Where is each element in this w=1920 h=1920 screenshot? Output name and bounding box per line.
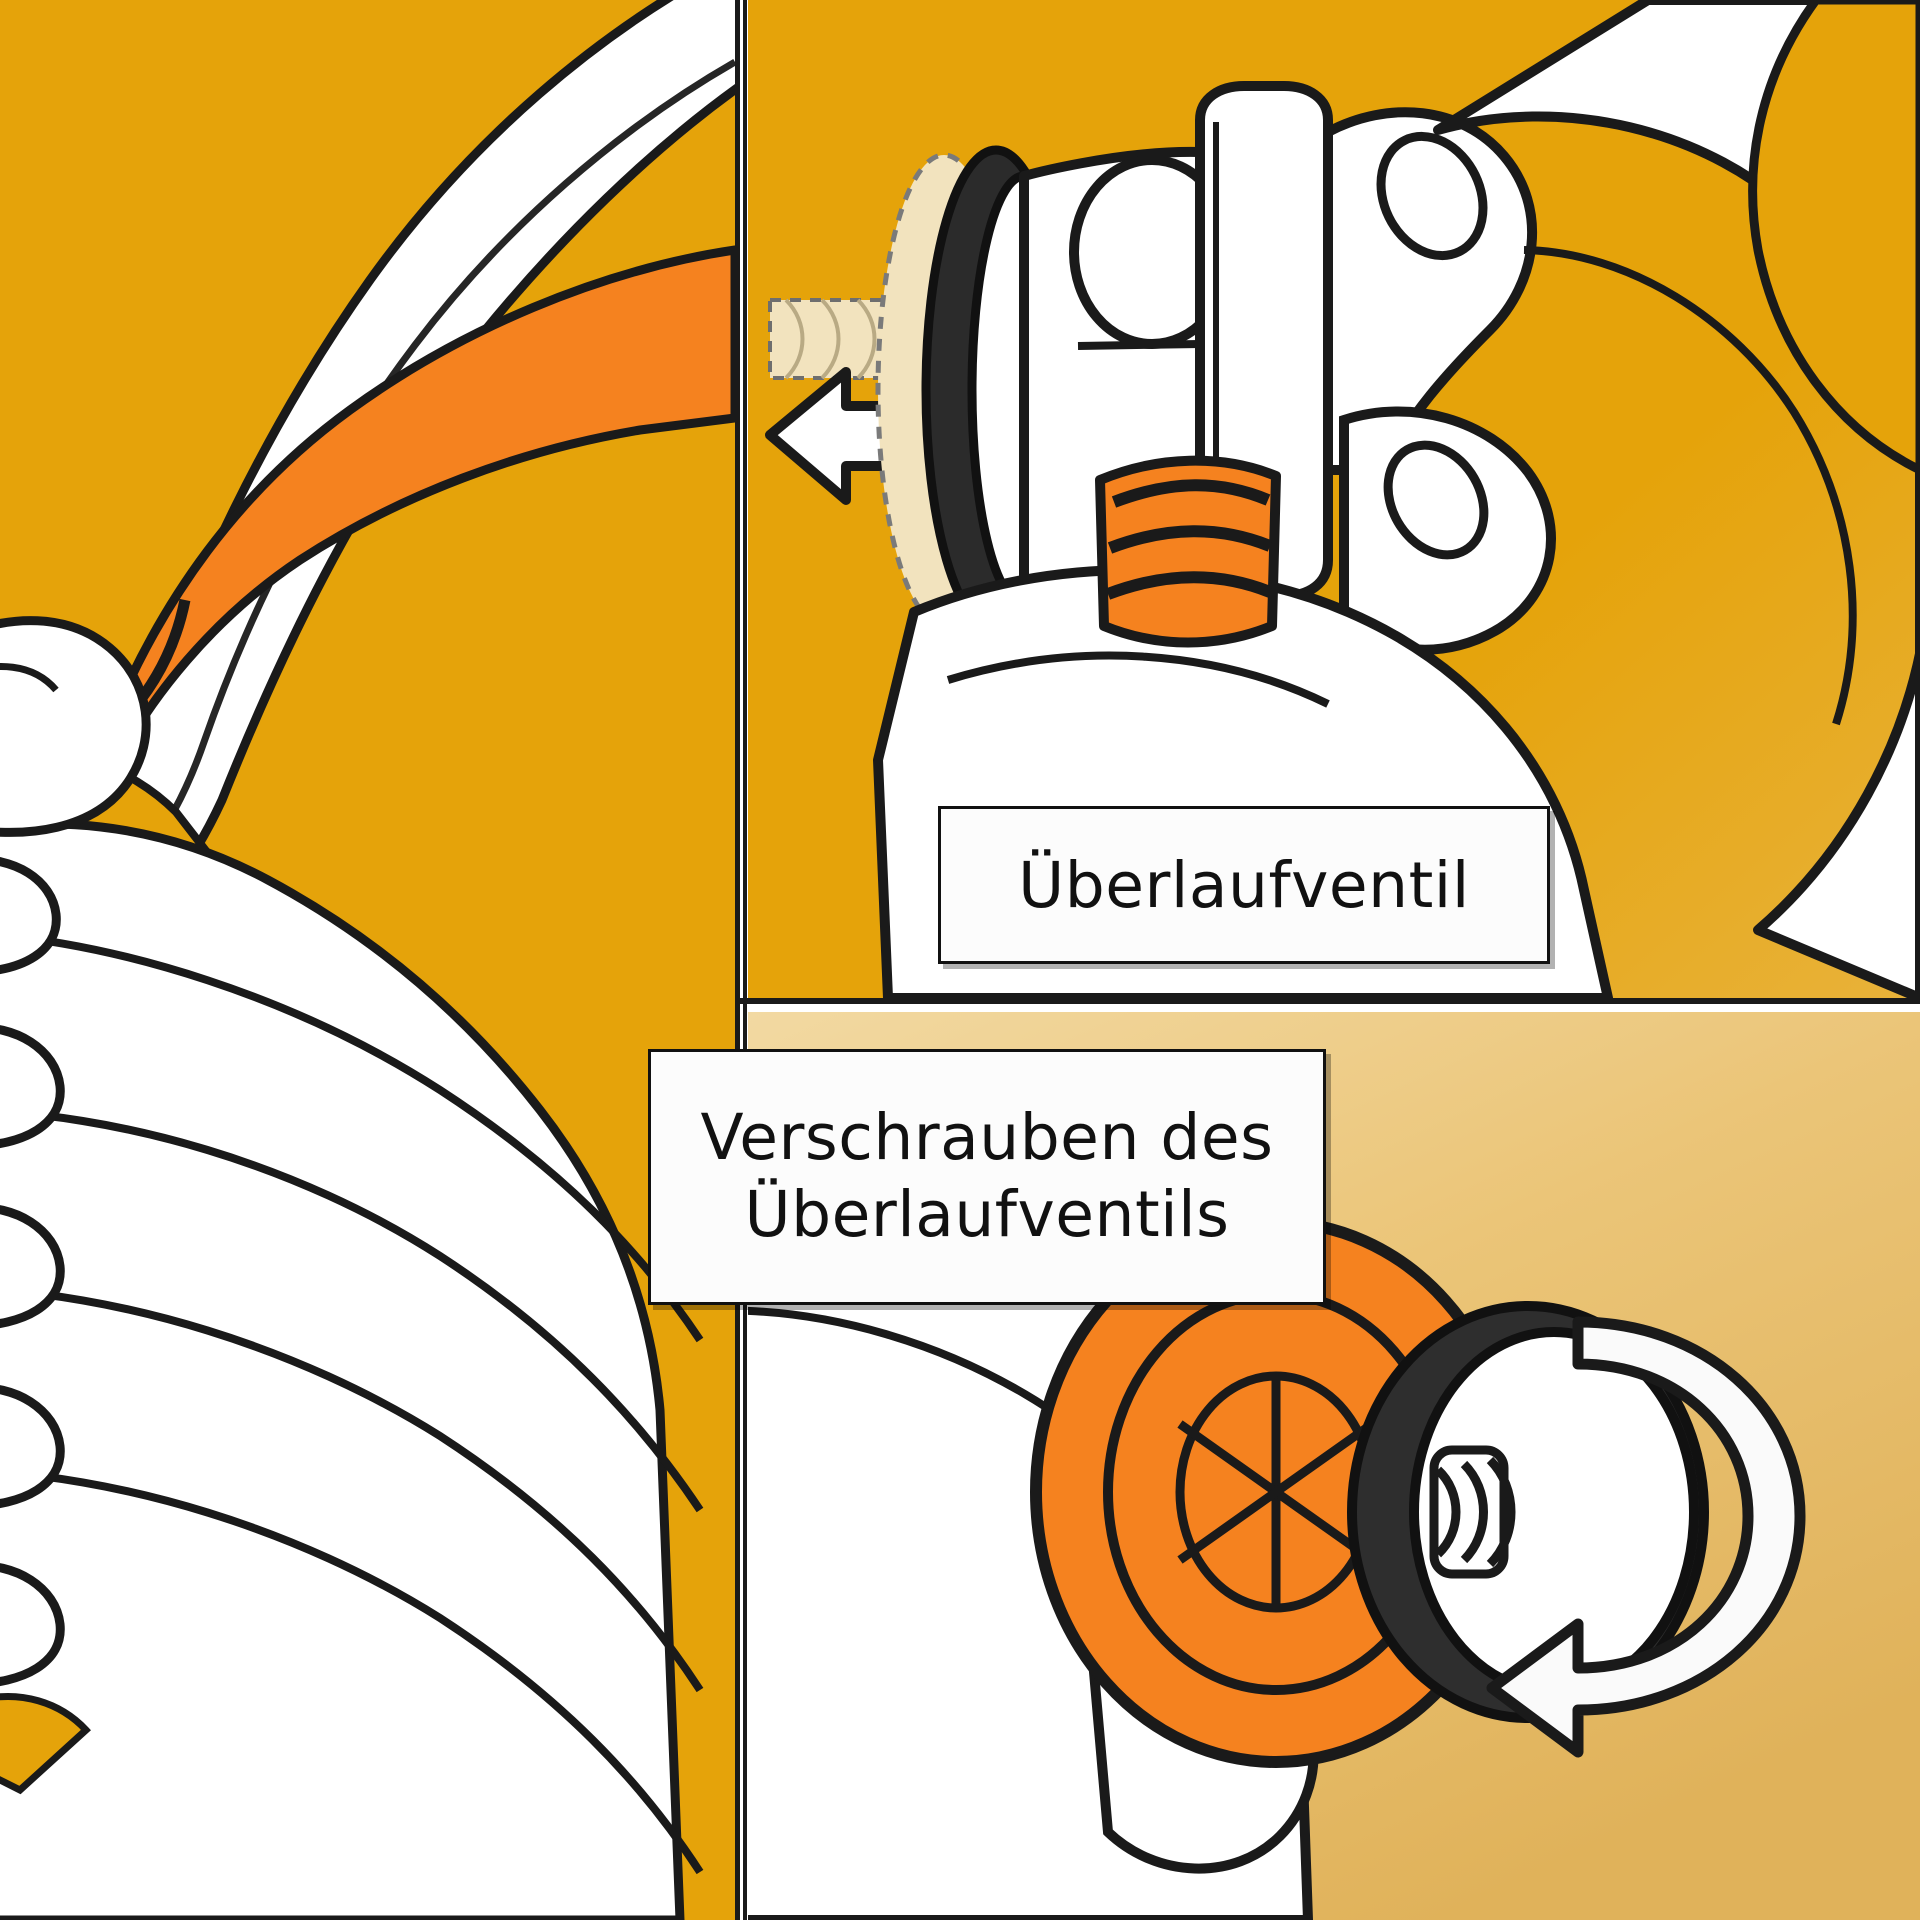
rotation-arrow-shape [1486,1316,1806,1758]
panel-corrugated-hose-and-hands [0,0,735,1920]
background-sliver [0,1693,91,1795]
hand-holding-hose [0,616,704,1920]
palm-crease [946,651,1330,708]
callout-ueberlaufventil-text: Überlaufventil [1018,848,1470,922]
callout-ueberlaufventil: Überlaufventil [938,806,1550,964]
valve-seam [1077,340,1201,350]
panel-divider-vertical-inner [743,0,747,1920]
fingernail-lower [1383,440,1489,560]
fingertips [0,857,65,1686]
corrugation-body [103,245,735,765]
panel-divider-vertical-outer [735,0,740,1920]
tr-gold-band [1748,0,1920,476]
panel-divider-horizontal [735,998,1920,1004]
orange-hose-end [1095,455,1281,648]
callout-verschrauben-des-ueberlaufventils: Verschrauben des Überlaufventils [648,1049,1326,1305]
arrow-rotate-clockwise [1486,1316,1806,1758]
wheel-spokes [1177,1376,1375,1608]
callout-verschrauben-line-2: Überlaufventils [744,1178,1230,1251]
hand-crease-a [1523,246,1857,726]
spindle-threads [1434,1456,1516,1568]
spindle-shaft [1429,1445,1509,1579]
valve-spindle [1347,1301,1709,1723]
callout-verschrauben-line-1: Verschrauben des [700,1101,1274,1175]
thumb-crease [0,663,59,693]
palm [0,819,685,1920]
left-panel-artwork [0,0,735,1920]
finger-creases [0,931,704,1875]
fingernail-upper [1376,131,1488,261]
